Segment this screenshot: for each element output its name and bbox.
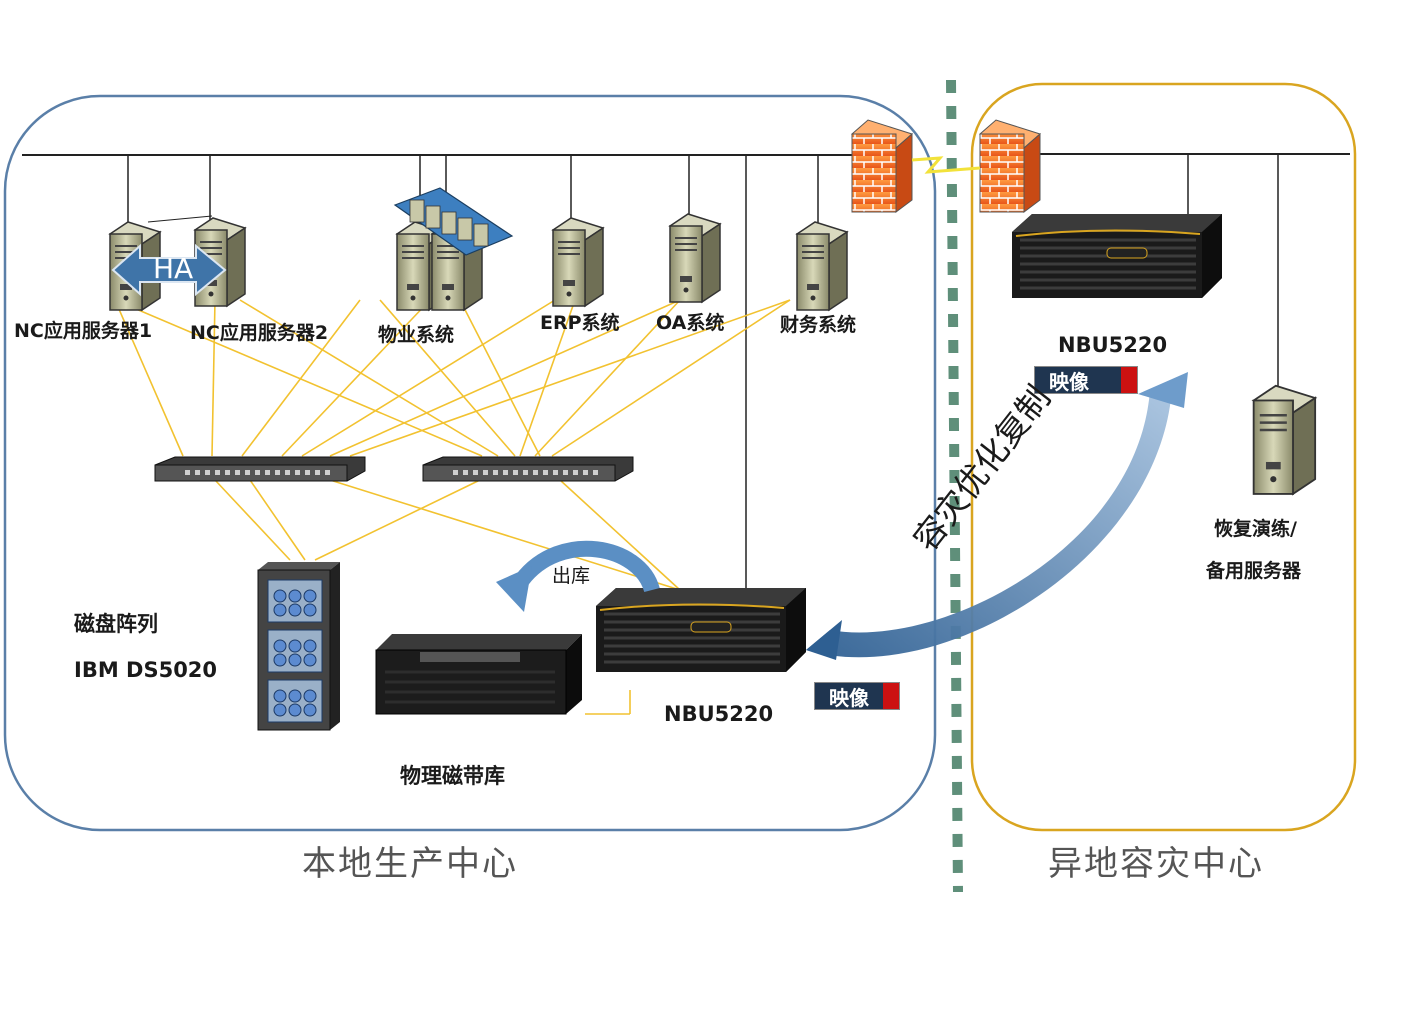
nbu-local-label: NBU5220 xyxy=(664,702,774,726)
property-server-icon xyxy=(393,187,514,311)
zone-divider xyxy=(946,79,963,893)
oa-system-label: OA系统 xyxy=(656,312,725,334)
disk-array-icon xyxy=(257,562,340,731)
finance-system-label: 财务系统 xyxy=(780,314,857,336)
oa-server-icon xyxy=(669,213,721,303)
disk-array-model-label: IBM DS5020 xyxy=(74,658,218,682)
local-bus-drops xyxy=(127,155,819,590)
nbu-remote-icon xyxy=(1010,212,1224,300)
wan-link-icon xyxy=(911,156,981,174)
recovery-server-label-1: 恢复演练/ xyxy=(1214,518,1297,540)
nbu-remote-image-tag: 映像 xyxy=(1034,366,1138,394)
nc-server-2-label: NC应用服务器2 xyxy=(190,322,329,344)
finance-server-icon xyxy=(796,221,848,311)
nbu-local-icon xyxy=(594,586,808,674)
remote-bus-drops xyxy=(1187,154,1279,390)
nbu-remote-label: NBU5220 xyxy=(1058,333,1168,357)
tape-library-label: 物理磁带库 xyxy=(400,764,505,788)
disk-array-label: 磁盘阵列 xyxy=(74,612,158,636)
recovery-server-label-2: 备用服务器 xyxy=(1206,560,1302,582)
san-switch-1-icon xyxy=(154,456,366,482)
ha-arrow-icon xyxy=(111,243,227,297)
san-switch-2-icon xyxy=(422,456,634,482)
local-zone-border xyxy=(3,94,937,832)
san-links xyxy=(114,299,791,715)
erp-system-label: ERP系统 xyxy=(540,312,620,334)
property-system-label: 物业系统 xyxy=(378,324,455,346)
local-firewall-icon xyxy=(851,119,913,213)
nbu-remote-image-text: 映像 xyxy=(1049,369,1089,394)
nc-server-1-label: NC应用服务器1 xyxy=(14,320,153,342)
tape-library-icon xyxy=(375,634,582,715)
remote-firewall-icon xyxy=(979,119,1041,213)
local-center-title: 本地生产中心 xyxy=(302,844,518,884)
recovery-server-icon xyxy=(1252,384,1317,496)
replication-arrow-icon xyxy=(806,372,1188,660)
nbu-local-image-text: 映像 xyxy=(829,685,869,710)
erp-server-icon xyxy=(552,217,604,307)
nbu-local-image-tag: 映像 xyxy=(814,682,900,710)
remote-zone-border xyxy=(970,82,1357,832)
export-arrow-icon xyxy=(496,540,660,612)
ha-label: HA xyxy=(153,252,194,285)
remote-center-title: 异地容灾中心 xyxy=(1048,844,1264,884)
export-label: 出库 xyxy=(552,565,591,587)
